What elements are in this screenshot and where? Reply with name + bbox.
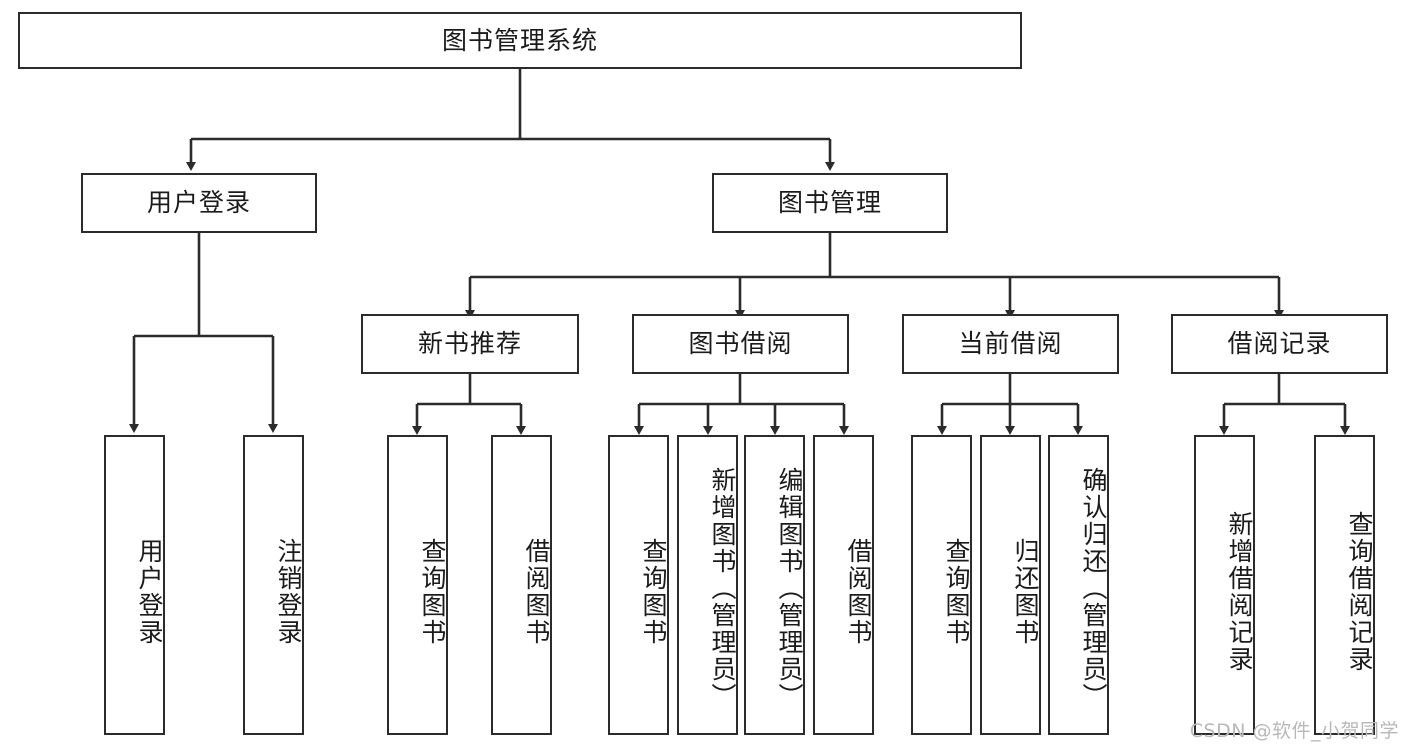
node-label: 用户登录 [135,538,164,646]
node-label: 图书管理系统 [441,25,598,55]
node-label: 确认归还（管理员） [1079,466,1108,710]
node-label: 查询图书 [639,538,668,646]
node-leaf-query-book-3[interactable]: 查询图书 [911,435,972,735]
node-label: 查询图书 [418,538,447,646]
node-current-borrow[interactable]: 当前借阅 [902,314,1119,374]
node-leaf-borrow-book-2[interactable]: 借阅图书 [813,435,874,735]
node-label: 图书借阅 [688,329,793,359]
node-label: 新增借阅记录 [1225,511,1254,673]
node-leaf-logout[interactable]: 注销登录 [243,435,304,735]
node-label: 查询图书 [942,538,971,646]
node-leaf-confirm-return[interactable]: 确认归还（管理员） [1048,435,1109,735]
node-leaf-add-record[interactable]: 新增借阅记录 [1194,435,1255,735]
edge-root-to-level2 [186,69,835,171]
node-label: 图书管理 [777,188,882,218]
edge-user-login-to-leaves [129,233,278,433]
node-label: 借阅记录 [1227,329,1332,359]
node-leaf-user-login[interactable]: 用户登录 [104,435,165,735]
node-label: 新增图书（管理员） [708,466,737,710]
node-leaf-edit-book[interactable]: 编辑图书（管理员） [744,435,805,735]
node-label: 查询借阅记录 [1345,511,1374,673]
edge-borrow-record-to-leaves [1219,374,1350,435]
edge-book-borrow-to-leaves [634,374,849,435]
node-user-login[interactable]: 用户登录 [81,173,317,233]
node-borrow-record[interactable]: 借阅记录 [1171,314,1388,374]
node-new-book-recommend[interactable]: 新书推荐 [361,314,579,374]
node-leaf-add-book[interactable]: 新增图书（管理员） [677,435,738,735]
node-label: 借阅图书 [844,538,873,646]
edge-new-book-to-leaves [412,374,526,435]
node-leaf-return-book[interactable]: 归还图书 [980,435,1041,735]
node-label: 用户登录 [146,188,251,218]
node-root-book-management-system[interactable]: 图书管理系统 [18,12,1022,69]
edge-current-borrow-to-leaves [937,374,1083,435]
node-book-management[interactable]: 图书管理 [712,173,948,233]
node-leaf-query-book-1[interactable]: 查询图书 [387,435,448,735]
node-label: 借阅图书 [522,538,551,646]
node-leaf-borrow-book-1[interactable]: 借阅图书 [491,435,552,735]
node-label: 注销登录 [274,538,303,646]
node-leaf-query-record[interactable]: 查询借阅记录 [1314,435,1375,735]
node-leaf-query-book-2[interactable]: 查询图书 [608,435,669,735]
node-label: 编辑图书（管理员） [775,466,804,710]
node-label: 归还图书 [1011,538,1040,646]
node-label: 当前借阅 [958,329,1063,359]
edge-book-management-to-level3 [465,233,1284,319]
node-label: 新书推荐 [417,329,522,359]
node-book-borrow[interactable]: 图书借阅 [632,314,849,374]
csdn-watermark: CSDN @软件_小贺同学 [1189,720,1399,742]
